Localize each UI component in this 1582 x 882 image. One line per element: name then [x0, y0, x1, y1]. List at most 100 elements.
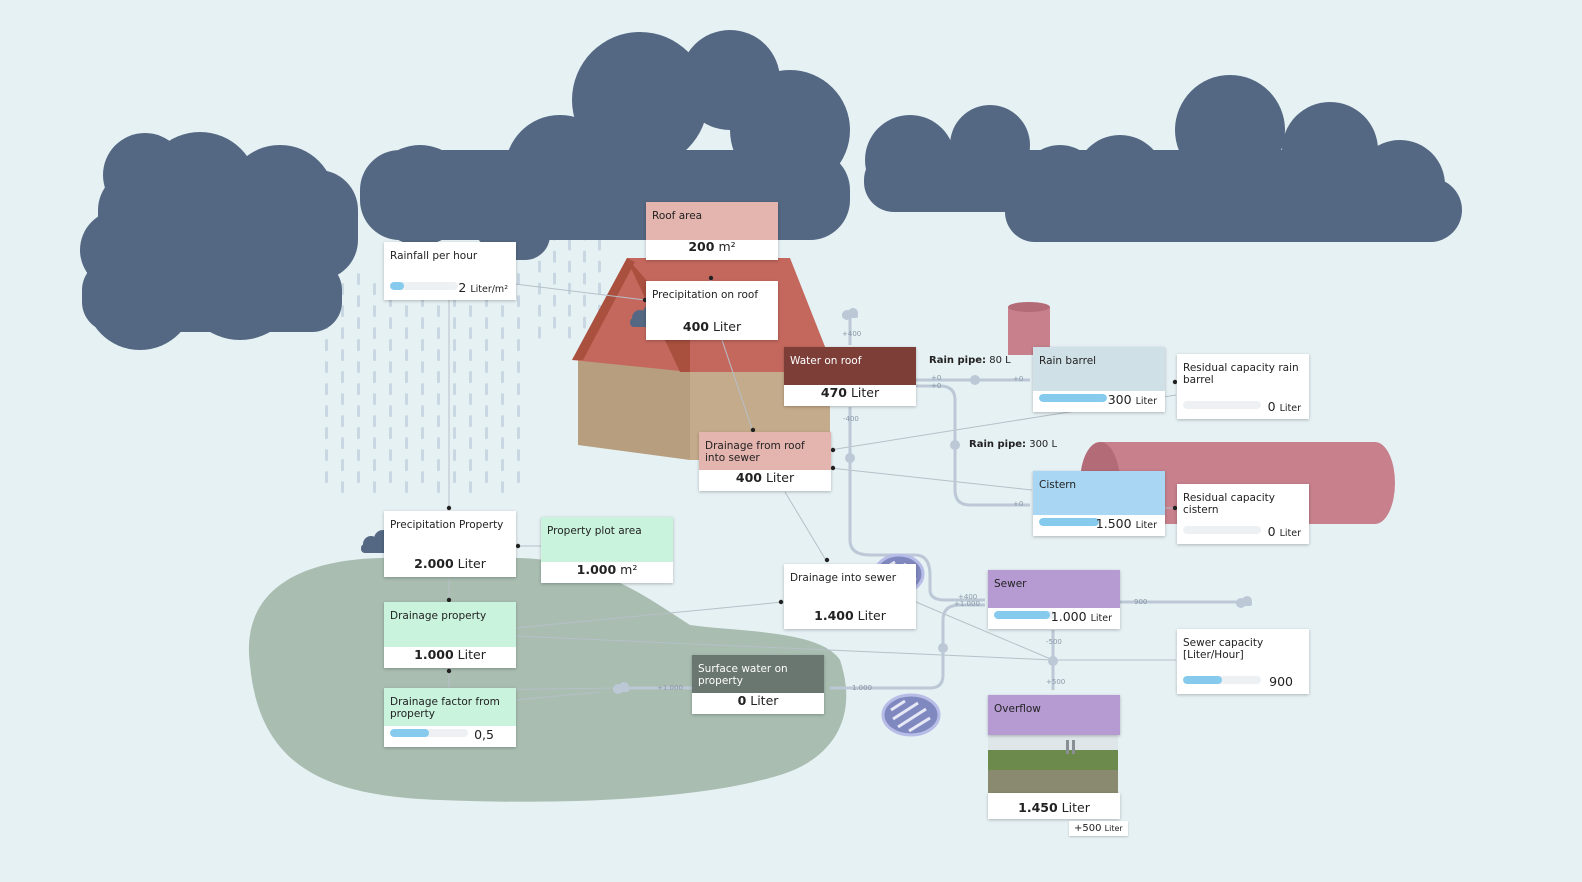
rain-drop: [325, 471, 328, 484]
node-label: Property plot area: [541, 517, 673, 562]
node-roof-area[interactable]: Roof area 200 m²: [646, 202, 778, 260]
node-sewer-capacity[interactable]: Sewer capacity [Liter/Hour] 900: [1177, 629, 1309, 694]
node-residual-capacity-barrel[interactable]: Residual capacity rain barrel 0 Liter: [1177, 354, 1309, 419]
flow-pipes: [620, 318, 1240, 690]
node-label: Drainage factor from property: [384, 688, 516, 726]
rain-drop: [341, 415, 344, 428]
overflow-delta-badge: +500 Liter: [1069, 821, 1128, 836]
rain-drop: [405, 393, 408, 406]
rain-drop: [405, 437, 408, 450]
cloud-icon: [1236, 596, 1252, 608]
node-drainage-roof-sewer[interactable]: Drainage from roof into sewer 400 Liter: [699, 432, 831, 491]
sewer-capacity-slider[interactable]: [1183, 676, 1261, 684]
node-rainfall-per-hour[interactable]: Rainfall per hour 2 Liter/m²: [384, 242, 516, 300]
rain-drop: [469, 393, 472, 406]
rain-drop: [341, 459, 344, 472]
node-label: Sewer capacity [Liter/Hour]: [1183, 637, 1264, 661]
rain-drop: [389, 405, 392, 418]
roof-area-value: 200 m²: [688, 239, 736, 254]
rain-drop: [325, 449, 328, 462]
rain-drop: [357, 427, 360, 440]
rain-drop: [405, 459, 408, 472]
rain-drop: [517, 361, 520, 374]
drainage-factor-slider[interactable]: [390, 729, 468, 737]
rain-drop: [437, 437, 440, 450]
rain-drop: [389, 383, 392, 396]
node-label: Cistern: [1033, 471, 1165, 515]
rain-drop: [538, 282, 541, 295]
rain-drop: [373, 481, 376, 494]
rain-drop: [341, 481, 344, 494]
rain-drop: [517, 339, 520, 352]
rain-drop: [373, 305, 376, 318]
cloud-icon: [80, 132, 358, 350]
rain-drop: [501, 305, 504, 318]
sewer-value: 1.000 Liter: [1050, 609, 1112, 624]
node-label: Drainage into sewer: [790, 572, 897, 584]
rain-drop: [421, 361, 424, 374]
node-drainage-factor[interactable]: Drainage factor from property 0,5: [384, 688, 516, 747]
rain-drop: [568, 326, 571, 339]
rain-drop: [421, 405, 424, 418]
cistern-level: [1039, 518, 1099, 526]
rainfall-slider[interactable]: [390, 282, 458, 290]
rain-drop: [437, 481, 440, 494]
node-overflow[interactable]: Overflow 1.450 Liter: [988, 695, 1120, 819]
sewer-capacity-value: 900: [1269, 674, 1293, 689]
rain-drop: [469, 327, 472, 340]
node-sewer[interactable]: Sewer 1.000 Liter: [988, 570, 1120, 629]
rain-drop: [437, 327, 440, 340]
rain-drop: [469, 415, 472, 428]
node-label: Rainfall per hour: [390, 250, 478, 262]
connection-lines: [448, 278, 1177, 701]
precip-property-value: 2.000 Liter: [414, 556, 486, 571]
overflow-value-box: 1.450 Liter: [988, 793, 1120, 819]
rain-drop: [421, 339, 424, 352]
rain-drop: [341, 437, 344, 450]
flow-label: +0: [1013, 500, 1024, 508]
sewer-level: [994, 611, 1056, 619]
node-drainage-property[interactable]: Drainage property 1.000 Liter: [384, 602, 516, 668]
node-precipitation-on-roof[interactable]: Precipitation on roof 400 Liter: [646, 281, 778, 340]
rain-drop: [517, 405, 520, 418]
residual-cistern-value: 0 Liter: [1267, 524, 1301, 539]
node-precipitation-property[interactable]: Precipitation Property 2.000 Liter: [384, 511, 516, 577]
node-drainage-into-sewer[interactable]: Drainage into sewer 1.400 Liter: [784, 564, 916, 629]
cloud-icon: [864, 75, 1462, 242]
rain-drop: [373, 393, 376, 406]
node-label: Rain barrel: [1033, 347, 1165, 391]
rain-drop: [453, 449, 456, 462]
node-label: Overflow: [988, 695, 1120, 735]
cloud-icon: [842, 308, 858, 320]
node-surface-water[interactable]: Surface water on property 0 Liter: [692, 655, 824, 714]
node-label: Water on roof: [784, 347, 916, 385]
rain-drop: [469, 437, 472, 450]
drain-grate-icon: [881, 693, 941, 737]
node-label: Roof area: [646, 202, 778, 240]
flow-label: +400: [958, 593, 978, 601]
rain-drop: [373, 371, 376, 384]
rain-drop: [538, 326, 541, 339]
node-residual-capacity-cistern[interactable]: Residual capacity cistern 0 Liter: [1177, 484, 1309, 544]
rain-drop: [469, 305, 472, 318]
cistern-value: 1.500 Liter: [1095, 516, 1157, 531]
node-cistern[interactable]: Cistern 1.500 Liter: [1033, 471, 1165, 536]
rain-drop: [421, 427, 424, 440]
rain-drop: [437, 305, 440, 318]
node-water-on-roof[interactable]: Water on roof 470 Liter: [784, 347, 916, 406]
rain-streaks: [325, 228, 601, 494]
rain-drop: [598, 238, 601, 251]
rain-drop: [501, 327, 504, 340]
node-rain-barrel[interactable]: Rain barrel 300 Liter: [1033, 347, 1165, 412]
pipe-markers: [845, 375, 1058, 666]
rain-drop: [485, 449, 488, 462]
rain-drop: [453, 383, 456, 396]
drainage-factor-value: 0,5: [474, 727, 494, 742]
rain-drop: [389, 427, 392, 440]
rain-drop: [583, 316, 586, 329]
drain-sewer-value: 1.400 Liter: [814, 608, 886, 623]
flow-label: +400: [842, 330, 862, 338]
rain-drop: [405, 305, 408, 318]
node-property-plot-area[interactable]: Property plot area 1.000 m²: [541, 517, 673, 583]
rain-drop: [598, 260, 601, 273]
